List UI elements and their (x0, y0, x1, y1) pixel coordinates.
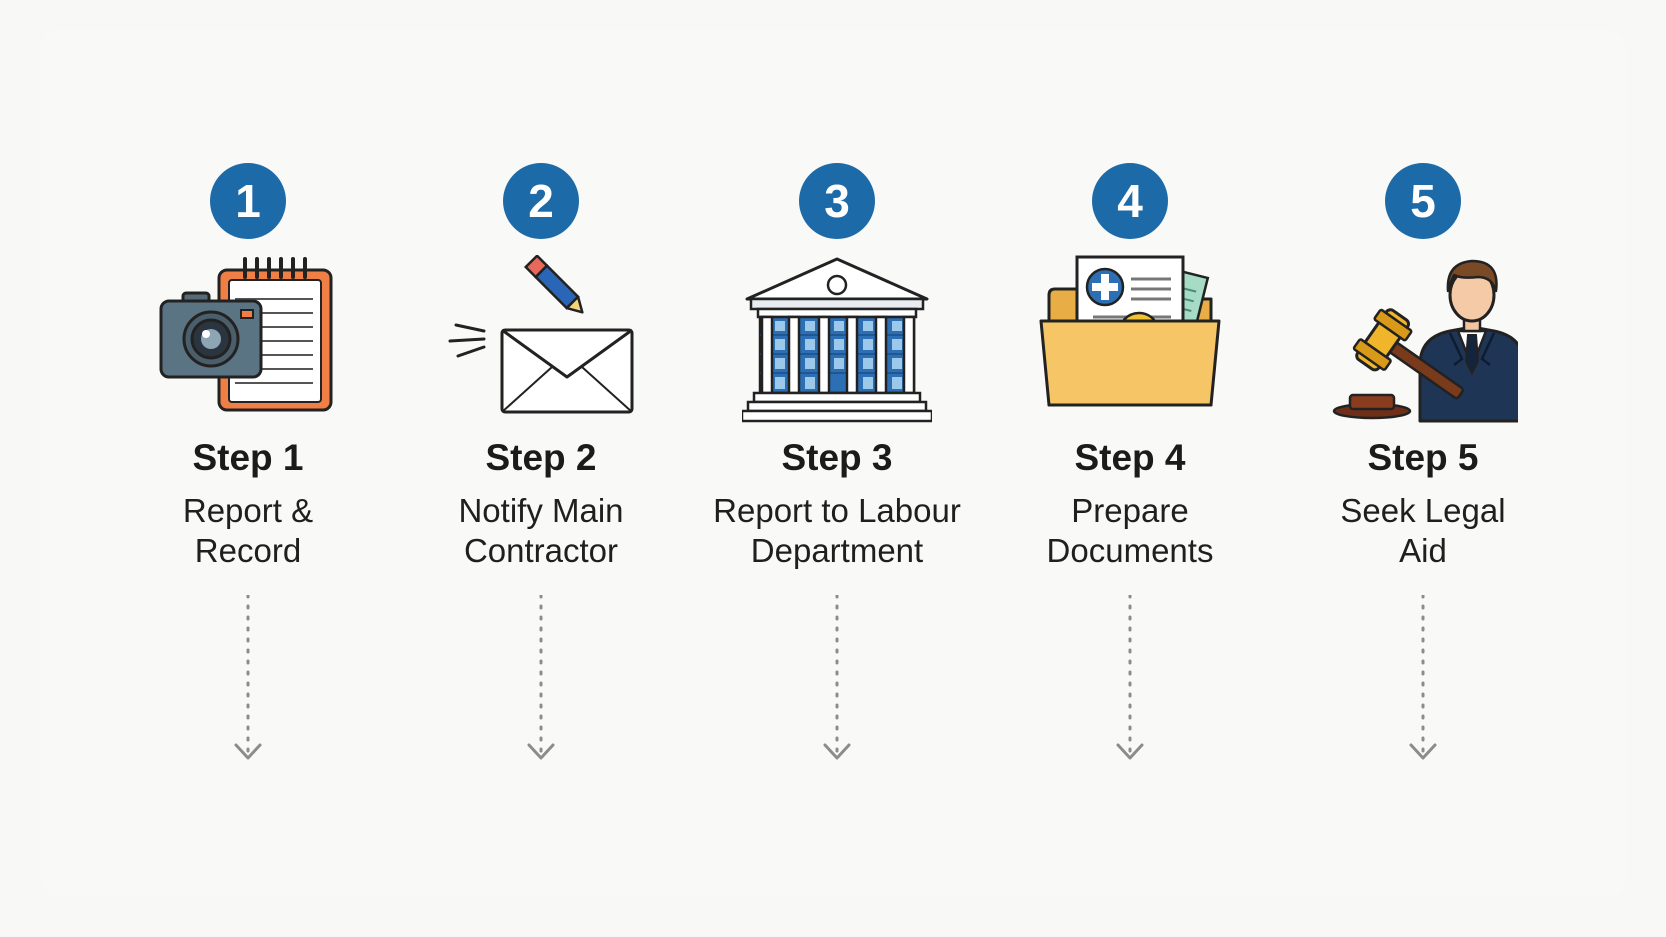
government-building-icon (742, 255, 932, 425)
step-number-badge: 5 (1385, 163, 1461, 239)
step-description: Notify Main Contractor (396, 491, 686, 571)
down-arrow-connector (822, 595, 852, 770)
step-number-badge: 3 (799, 163, 875, 239)
document-folder-icon: ₹ (1035, 255, 1225, 425)
step-description: Seek Legal Aid (1278, 491, 1568, 571)
step-description: Report to Labour Department (692, 491, 982, 571)
step-description-line: Report & (182, 492, 314, 529)
lawyer-gavel-icon (1328, 255, 1518, 425)
step-title: Step 1 (192, 437, 304, 478)
step-4: 4 (985, 0, 1275, 800)
step-description-line: Record (194, 532, 302, 569)
step-number-badge: 1 (210, 163, 286, 239)
step-description-line: Report to Labour (713, 492, 961, 529)
down-arrow-connector (233, 595, 263, 770)
step-description-line: Contractor (463, 532, 619, 569)
camera-notepad-icon (153, 255, 343, 425)
step-description-line: Seek Legal (1340, 492, 1506, 529)
step-description-line: Department (750, 532, 924, 569)
step-1: 1 (103, 0, 393, 800)
step-description-line: Aid (1399, 532, 1447, 569)
down-arrow-connector (526, 595, 556, 770)
step-description: Prepare Documents (985, 491, 1275, 571)
step-title: Step 5 (1367, 437, 1479, 478)
step-description-line: Documents (1046, 532, 1214, 569)
down-arrow-connector (1115, 595, 1145, 770)
step-description: Report & Record (103, 491, 393, 571)
step-title: Step 3 (781, 437, 893, 478)
step-3: 3 (692, 0, 982, 800)
step-number-badge: 2 (503, 163, 579, 239)
step-5: 5 (1278, 0, 1568, 800)
down-arrow-connector (1408, 595, 1438, 770)
step-description-line: Notify Main (458, 492, 624, 529)
step-title: Step 4 (1074, 437, 1186, 478)
step-description-line: Prepare (1071, 492, 1189, 529)
step-title: Step 2 (485, 437, 597, 478)
step-2: 2 Step 2 Notify Main (396, 0, 686, 800)
envelope-pen-icon (446, 255, 636, 425)
step-number-badge: 4 (1092, 163, 1168, 239)
